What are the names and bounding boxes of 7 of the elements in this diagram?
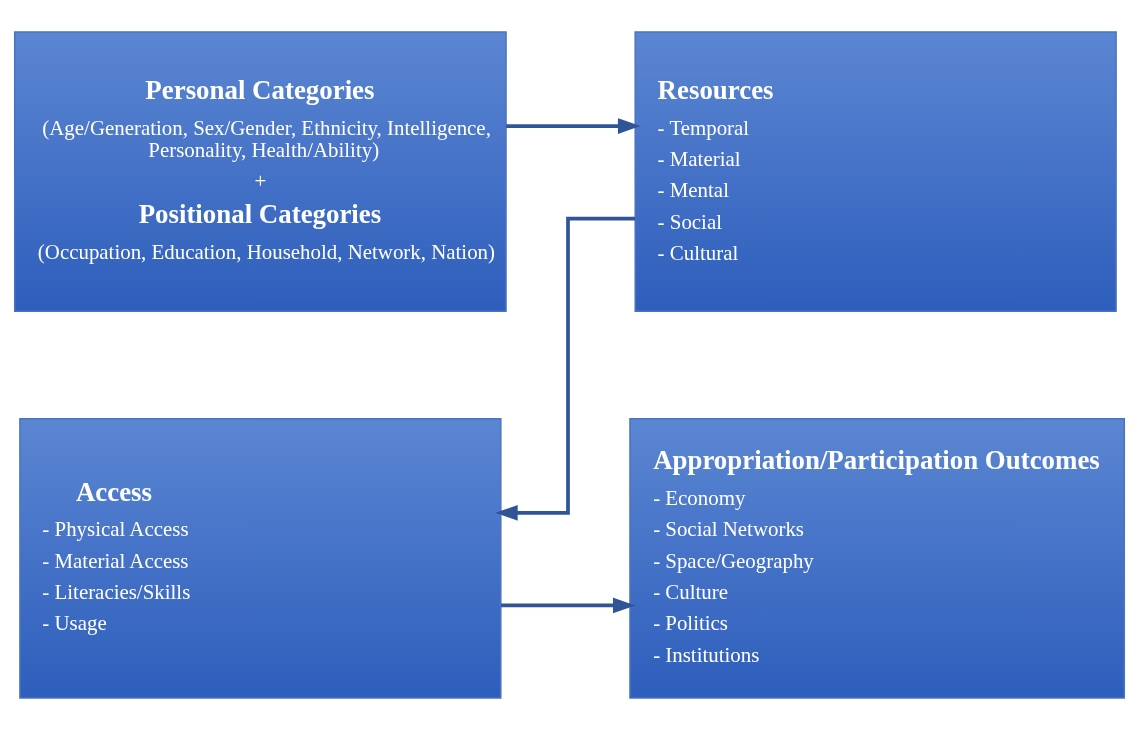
arrow bbox=[501, 597, 636, 614]
arrow bbox=[495, 216, 636, 521]
arrow bbox=[506, 118, 641, 134]
node-box: Resources - Temporal - Material - Mental - Social - Cultural bbox=[634, 31, 1117, 312]
node-box: Appropriation/Participation Outcomes - Economy - Social Networks - Space/Geography - Culture - Politics - Institutions bbox=[629, 418, 1126, 699]
node-box: Access - Physical Access - Material Access - Literacies/Skills - Usage bbox=[19, 418, 502, 699]
node-box: Personal Categories (Age/Generation, Sex/Gender, Ethnicity, Intelligence, Personality, Health/Ability) + Positional Categories (Occupation, Education, Household, Network, Nation) bbox=[13, 31, 507, 312]
